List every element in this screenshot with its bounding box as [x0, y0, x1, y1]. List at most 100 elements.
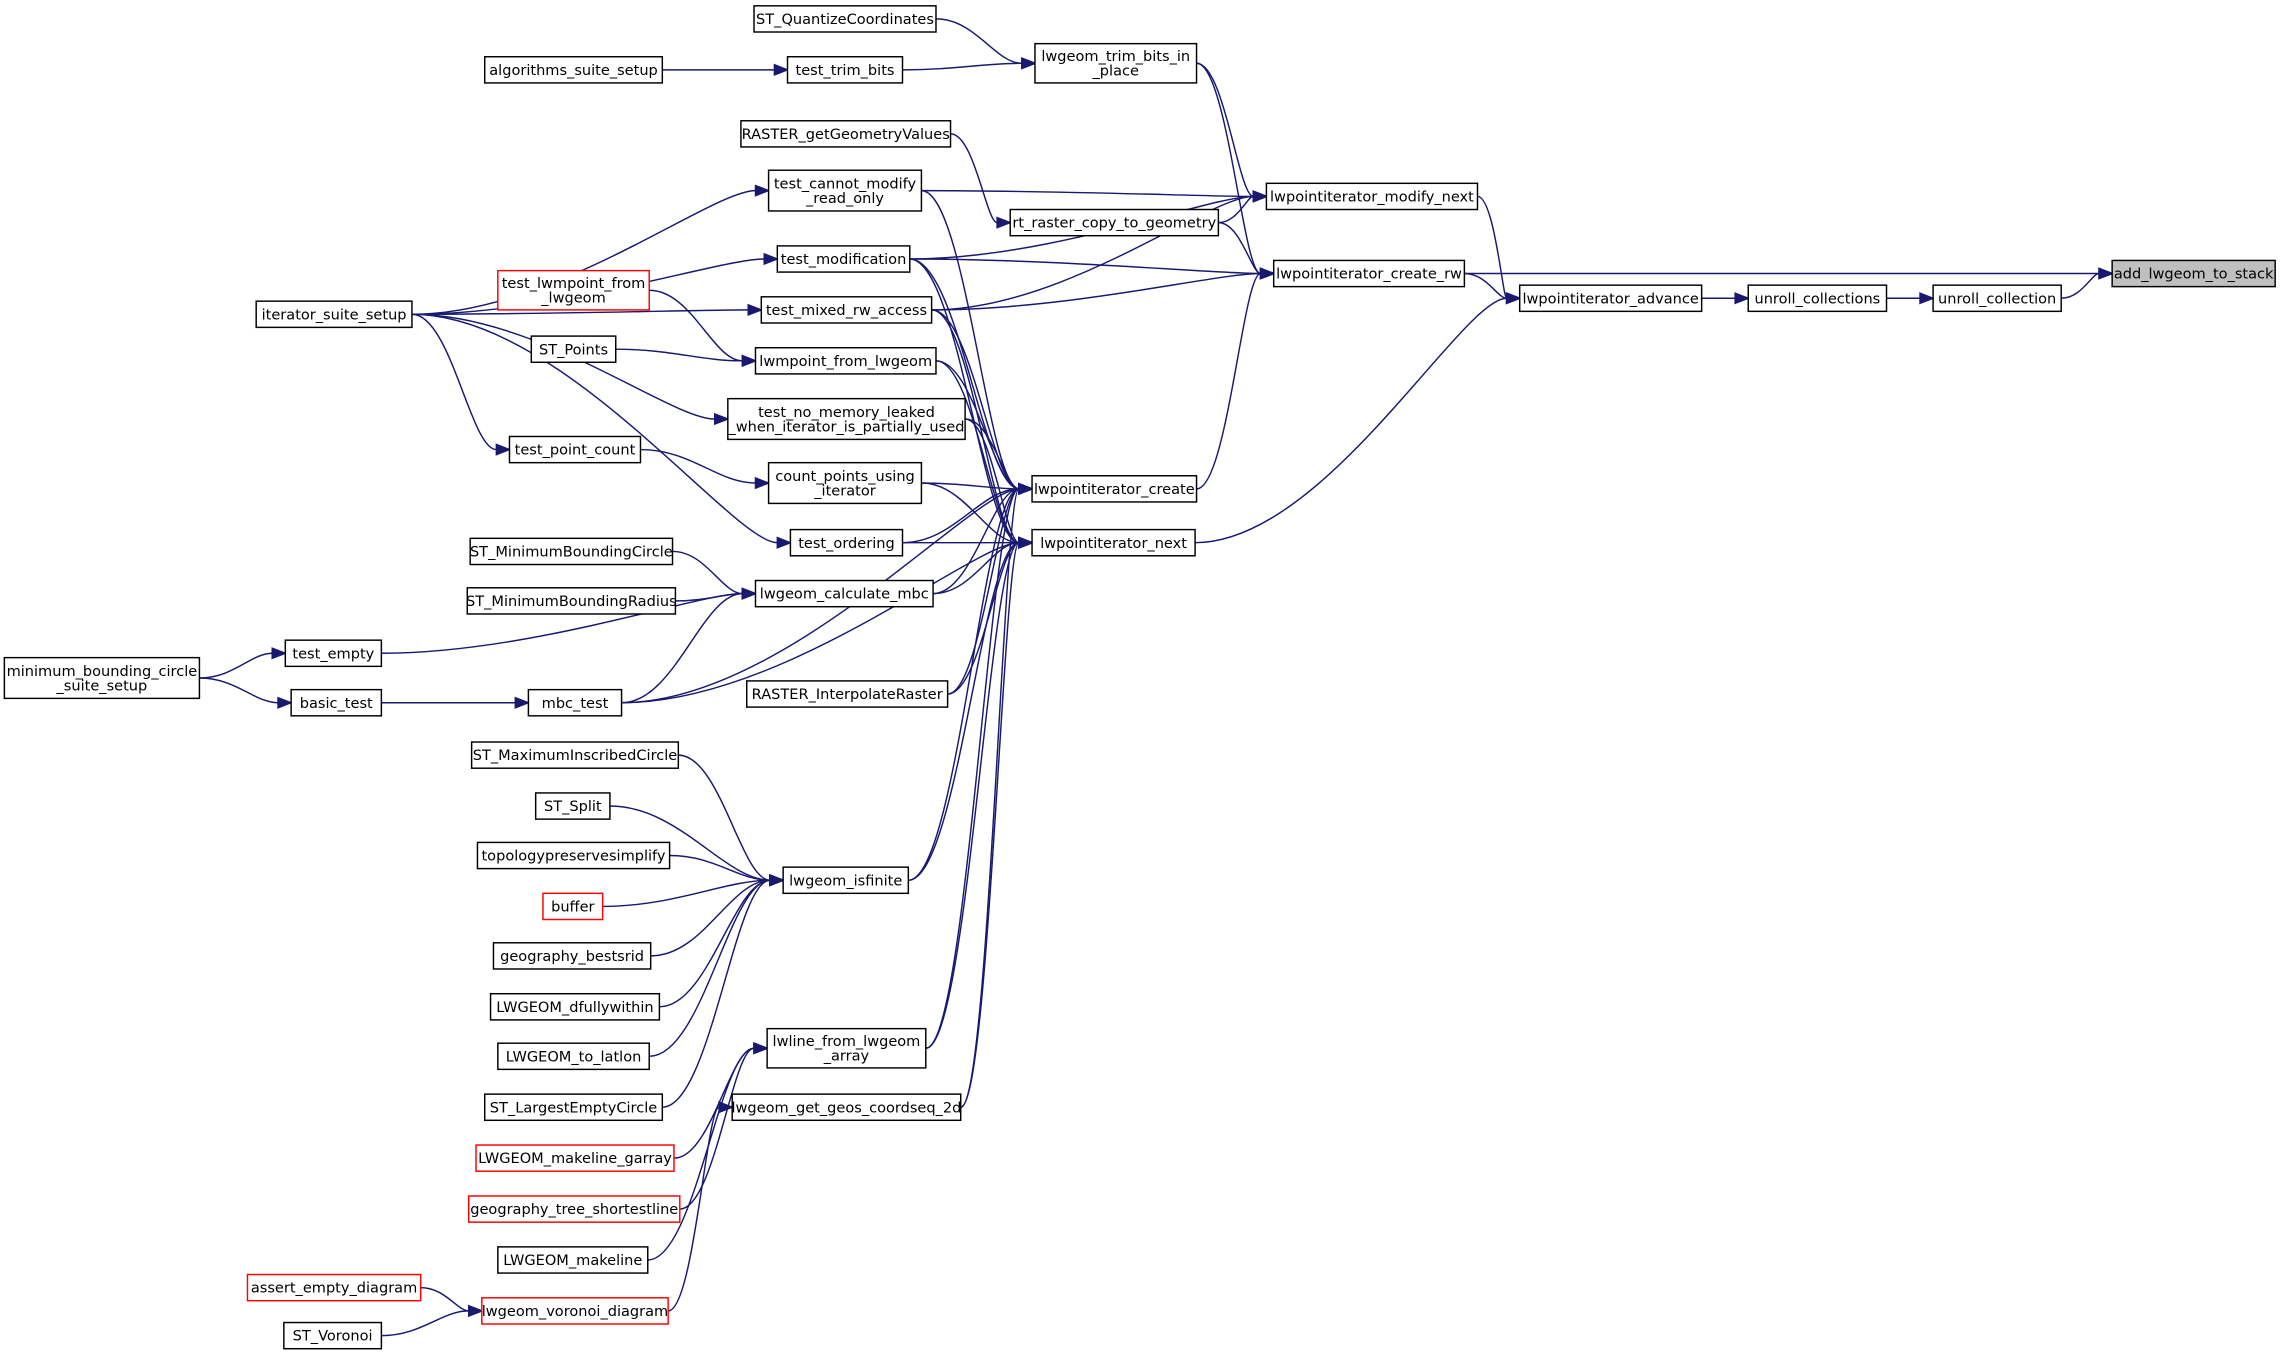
node-unroll-collection[interactable]: unroll_collection: [1932, 284, 2062, 313]
node-mbc-test[interactable]: mbc_test: [527, 688, 623, 717]
node-box[interactable]: [731, 1093, 962, 1122]
node-st-maximum-inscribed-circle[interactable]: ST_MaximumInscribedCircle: [470, 741, 680, 769]
node-box[interactable]: [467, 1195, 681, 1223]
node-box[interactable]: [789, 528, 904, 557]
node-lwline-from-lwgeom-array[interactable]: lwline_from_lwgeom_array: [766, 1027, 927, 1069]
node-box[interactable]: [746, 680, 949, 708]
node-test-modification[interactable]: test_modification: [776, 245, 911, 273]
node-test-trim-bits[interactable]: test_trim_bits: [786, 56, 904, 84]
node-iterator-suite-setup[interactable]: iterator_suite_setup: [255, 300, 413, 329]
node-box[interactable]: [1272, 259, 1466, 288]
node-st-voronoi[interactable]: ST_Voronoi: [283, 1321, 383, 1350]
node-count-points-using-iterator[interactable]: count_points_using_iterator: [767, 461, 923, 505]
node-lwgeom-voronoi-diagram[interactable]: lwgeom_voronoi_diagram: [481, 1297, 669, 1325]
node-box[interactable]: [760, 296, 933, 324]
node-box[interactable]: [542, 892, 604, 921]
node-test-no-memory-leaked[interactable]: test_no_memory_leaked_when_iterator_is_p…: [727, 397, 966, 441]
node-box[interactable]: [3, 656, 201, 700]
node-algorithms-suite-setup[interactable]: algorithms_suite_setup: [484, 56, 664, 84]
node-lwpointiterator-modify-next[interactable]: lwpointiterator_modify_next: [1265, 182, 1479, 211]
node-box[interactable]: [767, 169, 923, 212]
node-assert-empty-diagram[interactable]: assert_empty_diagram: [246, 1273, 422, 1302]
node-box[interactable]: [484, 56, 664, 84]
node-box[interactable]: [782, 866, 910, 895]
node-box[interactable]: [530, 335, 617, 364]
node-test-mixed-rw-access[interactable]: test_mixed_rw_access: [760, 296, 933, 324]
node-box[interactable]: [497, 1042, 650, 1071]
node-st-largest-empty-circle[interactable]: ST_LargestEmptyCircle: [484, 1093, 664, 1122]
node-test-cannot-modify-read-only[interactable]: test_cannot_modify_read_only: [767, 169, 923, 212]
node-st-minimum-bounding-circle[interactable]: ST_MinimumBoundingCircle: [469, 537, 674, 566]
node-st-quantize-coordinates[interactable]: ST_QuantizeCoordinates: [753, 5, 937, 33]
node-lwmpoint-from-lwgeom[interactable]: lwmpoint_from_lwgeom: [754, 347, 937, 375]
node-raster-interpolate-raster[interactable]: RASTER_InterpolateRaster: [746, 680, 949, 708]
node-lwgeom-isfinite[interactable]: lwgeom_isfinite: [782, 866, 910, 895]
node-box[interactable]: [475, 1144, 675, 1172]
node-box[interactable]: [290, 688, 383, 717]
node-lwpointiterator-next[interactable]: lwpointiterator_next: [1031, 528, 1196, 557]
node-box[interactable]: [508, 435, 642, 464]
node-box[interactable]: [1034, 42, 1198, 84]
node-lwgeom-trim-bits-in-place[interactable]: lwgeom_trim_bits_in_place: [1034, 42, 1198, 84]
node-box[interactable]: [246, 1273, 422, 1302]
node-box[interactable]: [284, 639, 383, 668]
node-box[interactable]: [489, 992, 661, 1021]
node-basic-test[interactable]: basic_test: [290, 688, 383, 717]
node-lwpointiterator-advance[interactable]: lwpointiterator_advance: [1518, 284, 1703, 313]
node-box[interactable]: [753, 5, 937, 33]
node-add-lwgeom-to-stack[interactable]: add_lwgeom_to_stack: [2111, 259, 2276, 288]
node-box[interactable]: [283, 1321, 383, 1350]
node-box[interactable]: [767, 461, 923, 505]
node-box[interactable]: [740, 120, 952, 148]
node-box[interactable]: [786, 56, 904, 84]
node-box[interactable]: [754, 347, 937, 375]
node-box[interactable]: [766, 1027, 927, 1069]
node-rt-raster-copy-to-geometry[interactable]: rt_raster_copy_to_geometry: [1009, 208, 1220, 237]
node-geography-bestsrid[interactable]: geography_bestsrid: [492, 942, 652, 970]
node-box[interactable]: [469, 537, 674, 566]
node-geography-tree-shortestline[interactable]: geography_tree_shortestline: [467, 1195, 681, 1223]
node-box[interactable]: [527, 688, 623, 717]
node-box[interactable]: [1031, 528, 1196, 557]
node-box[interactable]: [497, 1246, 649, 1274]
node-lwgeom-makeline[interactable]: LWGEOM_makeline: [497, 1246, 649, 1274]
node-box[interactable]: [1518, 284, 1703, 313]
node-unroll-collections[interactable]: unroll_collections: [1747, 284, 1888, 313]
node-box[interactable]: [776, 245, 911, 273]
node-st-split[interactable]: ST_Split: [534, 792, 611, 820]
node-box[interactable]: [1009, 208, 1220, 237]
node-test-empty[interactable]: test_empty: [284, 639, 383, 668]
node-box[interactable]: [476, 841, 671, 870]
node-topologypreservesimplify[interactable]: topologypreservesimplify: [476, 841, 671, 870]
node-st-points[interactable]: ST_Points: [530, 335, 617, 364]
node-box[interactable]: [497, 269, 650, 311]
node-test-lwmpoint-from-lwgeom[interactable]: test_lwmpoint_from_lwgeom: [497, 269, 650, 311]
node-box[interactable]: [466, 587, 677, 615]
node-box[interactable]: [1747, 284, 1888, 313]
node-raster-get-geometry-values[interactable]: RASTER_getGeometryValues: [740, 120, 952, 148]
node-lwgeom-get-geos-coordseq-2d[interactable]: lwgeom_get_geos_coordseq_2d: [731, 1093, 962, 1122]
node-box[interactable]: [754, 579, 934, 608]
node-lwgeom-to-latlon[interactable]: LWGEOM_to_latlon: [497, 1042, 650, 1071]
node-box[interactable]: [481, 1297, 669, 1325]
node-box[interactable]: [470, 741, 680, 769]
node-box[interactable]: [534, 792, 611, 820]
node-lwgeom-makeline-garray[interactable]: LWGEOM_makeline_garray: [475, 1144, 675, 1172]
node-box[interactable]: [727, 397, 966, 441]
node-box[interactable]: [492, 942, 652, 970]
node-box[interactable]: [484, 1093, 664, 1122]
node-minimum-bounding-circle-suite-setup[interactable]: minimum_bounding_circle_suite_setup: [3, 656, 201, 700]
node-box[interactable]: [255, 300, 413, 329]
node-lwgeom-dfullywithin[interactable]: LWGEOM_dfullywithin: [489, 992, 661, 1021]
node-lwgeom-calculate-mbc[interactable]: lwgeom_calculate_mbc: [754, 579, 934, 608]
node-test-ordering[interactable]: test_ordering: [789, 528, 904, 557]
node-st-minimum-bounding-radius[interactable]: ST_MinimumBoundingRadius: [466, 587, 677, 615]
node-box[interactable]: [1932, 284, 2062, 313]
node-box[interactable]: [1031, 475, 1198, 503]
node-box[interactable]: [1265, 182, 1479, 211]
node-lwpointiterator-create[interactable]: lwpointiterator_create: [1031, 475, 1198, 503]
node-box[interactable]: [2111, 259, 2276, 288]
node-test-point-count[interactable]: test_point_count: [508, 435, 642, 464]
node-buffer[interactable]: buffer: [542, 892, 604, 921]
node-lwpointiterator-create-rw[interactable]: lwpointiterator_create_rw: [1272, 259, 1466, 288]
